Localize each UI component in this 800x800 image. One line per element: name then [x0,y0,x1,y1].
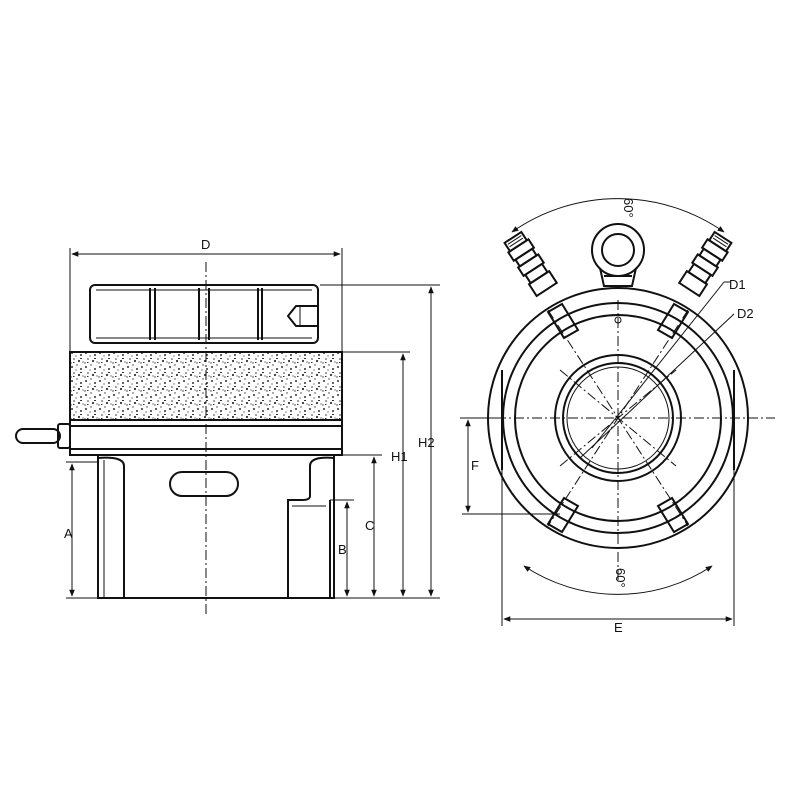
label-angle-top: 60° [621,198,636,218]
label-D: D [201,237,210,252]
label-D1: D1 [729,277,746,292]
side-handle-pin [15,423,71,449]
front-lifting-eye [591,223,645,324]
dim-F: F [462,417,560,515]
label-A: A [64,526,73,541]
label-C: C [365,518,374,533]
front-coupler-left [503,230,559,298]
side-body [97,455,335,599]
label-H1: H1 [391,449,408,464]
front-lugs [546,302,690,534]
side-view: D H2 H1 C B [15,237,440,616]
dim-H1: H1 [342,351,410,597]
angle-top: 60° [511,198,725,233]
dim-B: B [330,499,354,597]
label-D2: D2 [737,306,754,321]
dim-A: A [64,461,98,599]
label-F: F [471,458,479,473]
front-view: 60° 60° D1 D2 F E [460,198,775,635]
dim-D1: D1 [591,277,746,449]
side-head-block [89,284,319,344]
dim-E: E [501,470,735,635]
label-angle-bottom: 60° [613,568,628,588]
front-coupler-right [677,230,733,298]
label-H2: H2 [418,435,435,450]
dim-D: D [69,237,343,352]
dim-C: C [334,454,382,597]
angle-bottom: 60° [523,565,713,595]
label-B: B [338,542,347,557]
dim-D2: D2 [579,306,754,459]
dim-H2: H2 [320,284,440,599]
label-E: E [614,620,623,635]
